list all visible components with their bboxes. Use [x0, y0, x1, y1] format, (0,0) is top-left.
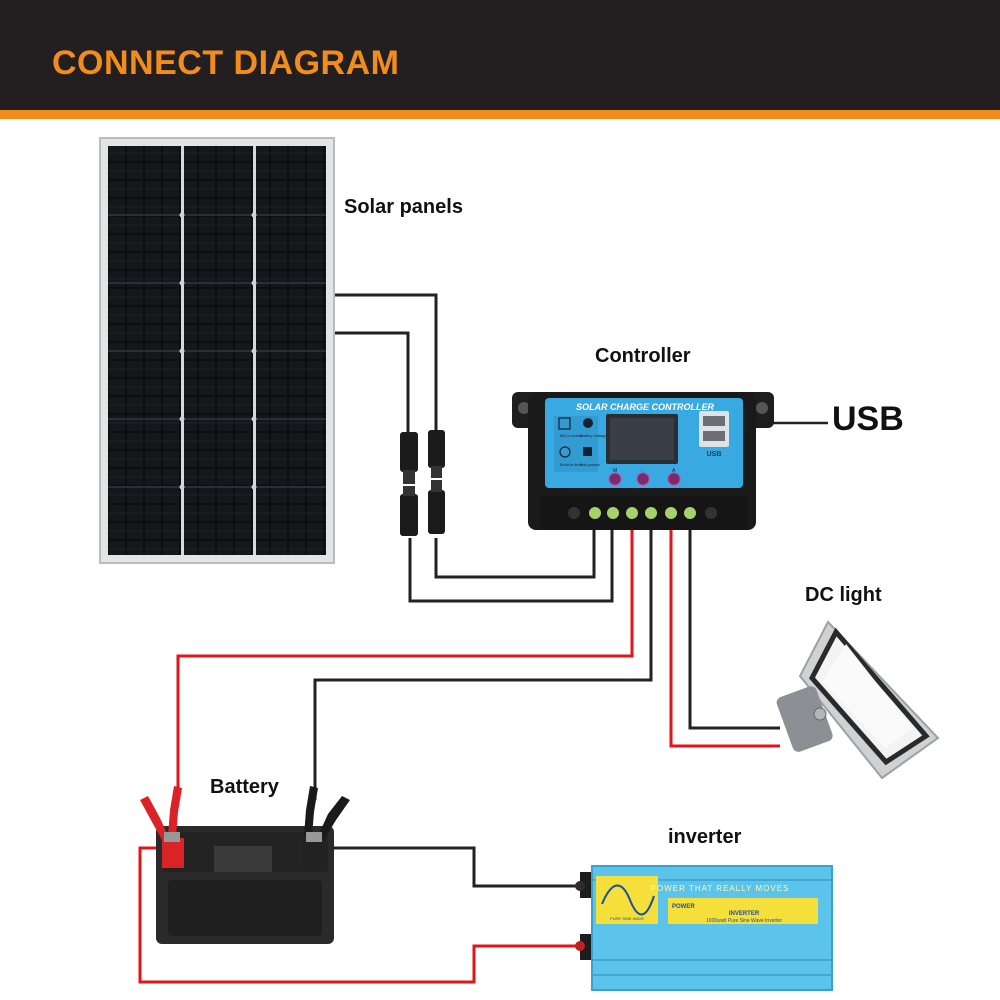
label-dc-light: DC light — [805, 584, 882, 606]
mc4-connector-icon — [400, 480, 445, 536]
sine-wave-icon — [601, 884, 655, 916]
header-stripe — [0, 110, 1000, 119]
icon-label: Battery voltage — [580, 433, 607, 438]
panel-negative-lead — [328, 331, 410, 440]
button-label: A — [672, 468, 676, 474]
inverter-terminal — [580, 934, 592, 960]
load-positive-wire — [669, 530, 780, 748]
wires — [138, 293, 828, 984]
button-label: - — [641, 468, 643, 474]
usb-tag: USB — [707, 451, 722, 458]
icon-label: Build in timer — [560, 462, 584, 467]
battery-clamp-icon — [304, 786, 350, 842]
label-battery: Battery — [210, 776, 279, 798]
label-controller: Controller — [595, 345, 691, 367]
battery-negative-wire — [313, 530, 653, 800]
inverter-spec: 1000watt Pure Sine Wave Inverter — [706, 918, 782, 924]
inverter-model: INVERTER — [729, 911, 760, 917]
wave-badge — [596, 876, 658, 924]
button-label: M — [613, 468, 617, 474]
label-inverter: inverter — [668, 826, 742, 848]
minus-button-icon — [636, 472, 650, 486]
car-battery — [140, 786, 350, 944]
inverter-positive-wire — [138, 846, 578, 984]
battery-clamp-icon — [140, 786, 182, 842]
power-inverter: PURE SINE WAVE POWER THAT REALLY MOVES P… — [575, 865, 833, 991]
add-button-icon — [667, 472, 681, 486]
label-solar-panels: Solar panels — [344, 196, 463, 218]
wave-label: PURE SINE WAVE — [610, 916, 644, 921]
pv-lead-1 — [434, 530, 596, 579]
flood-light — [776, 620, 940, 780]
solar-panel — [99, 137, 335, 564]
header-bar — [0, 0, 1000, 110]
inverter-negative-wire — [325, 846, 578, 888]
inverter-slogan: POWER THAT REALLY MOVES — [651, 884, 790, 893]
load-negative-wire — [688, 530, 780, 730]
label-usb: USB — [832, 400, 904, 438]
inverter-terminal — [580, 872, 592, 898]
mc4-connectors — [400, 430, 445, 536]
controller-heading: SOLAR CHARGE CONTROLLER — [576, 402, 714, 412]
charge-controller: SOLAR CHARGE CONTROLLER MCU control Batt… — [512, 392, 774, 530]
positive-terminal — [162, 838, 184, 868]
panel-positive-lead — [328, 293, 438, 440]
icon-label: Full protect — [580, 462, 601, 467]
pv-lead-2 — [408, 530, 614, 603]
battery-positive-wire — [176, 530, 634, 800]
menu-button-icon — [608, 472, 622, 486]
mc4-connector-icon — [400, 430, 445, 484]
icon-label: MCU control — [560, 433, 582, 438]
page-title: CONNECT DIAGRAM — [52, 44, 400, 82]
inverter-brand: POWER — [672, 904, 695, 910]
